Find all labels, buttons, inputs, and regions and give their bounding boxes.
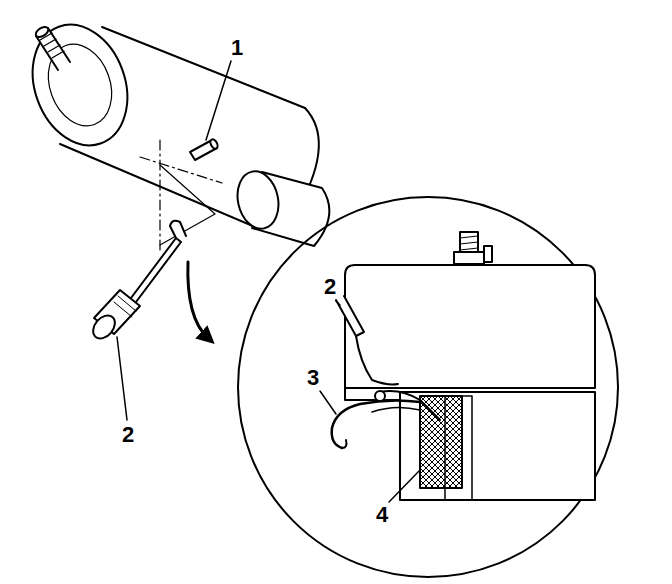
- callout-number: 1: [229, 36, 245, 60]
- leader-line: [117, 337, 127, 420]
- leader-line: [389, 470, 420, 502]
- callout-number: 2: [120, 423, 136, 447]
- detail-arrow: [188, 262, 208, 338]
- leader-line: [320, 391, 336, 414]
- motor-front-face: [17, 11, 144, 158]
- motor-bottom-edge: [60, 144, 262, 230]
- callout-number: 4: [374, 503, 390, 527]
- detail-circle: [238, 197, 618, 577]
- leader-line: [336, 301, 340, 305]
- retainer-clip: [332, 400, 420, 448]
- motor-top-edge: [102, 27, 305, 108]
- removal-tool: [89, 221, 186, 343]
- tool-tip: [336, 296, 398, 401]
- leader-line: [206, 61, 231, 140]
- pin: [190, 138, 219, 160]
- section-plane: [140, 140, 222, 250]
- drive-shaft: [34, 25, 70, 70]
- leader-lines: [117, 61, 420, 502]
- callout-number: 2: [322, 275, 338, 299]
- solenoid-section: [345, 232, 595, 500]
- callout-number: 3: [305, 366, 321, 390]
